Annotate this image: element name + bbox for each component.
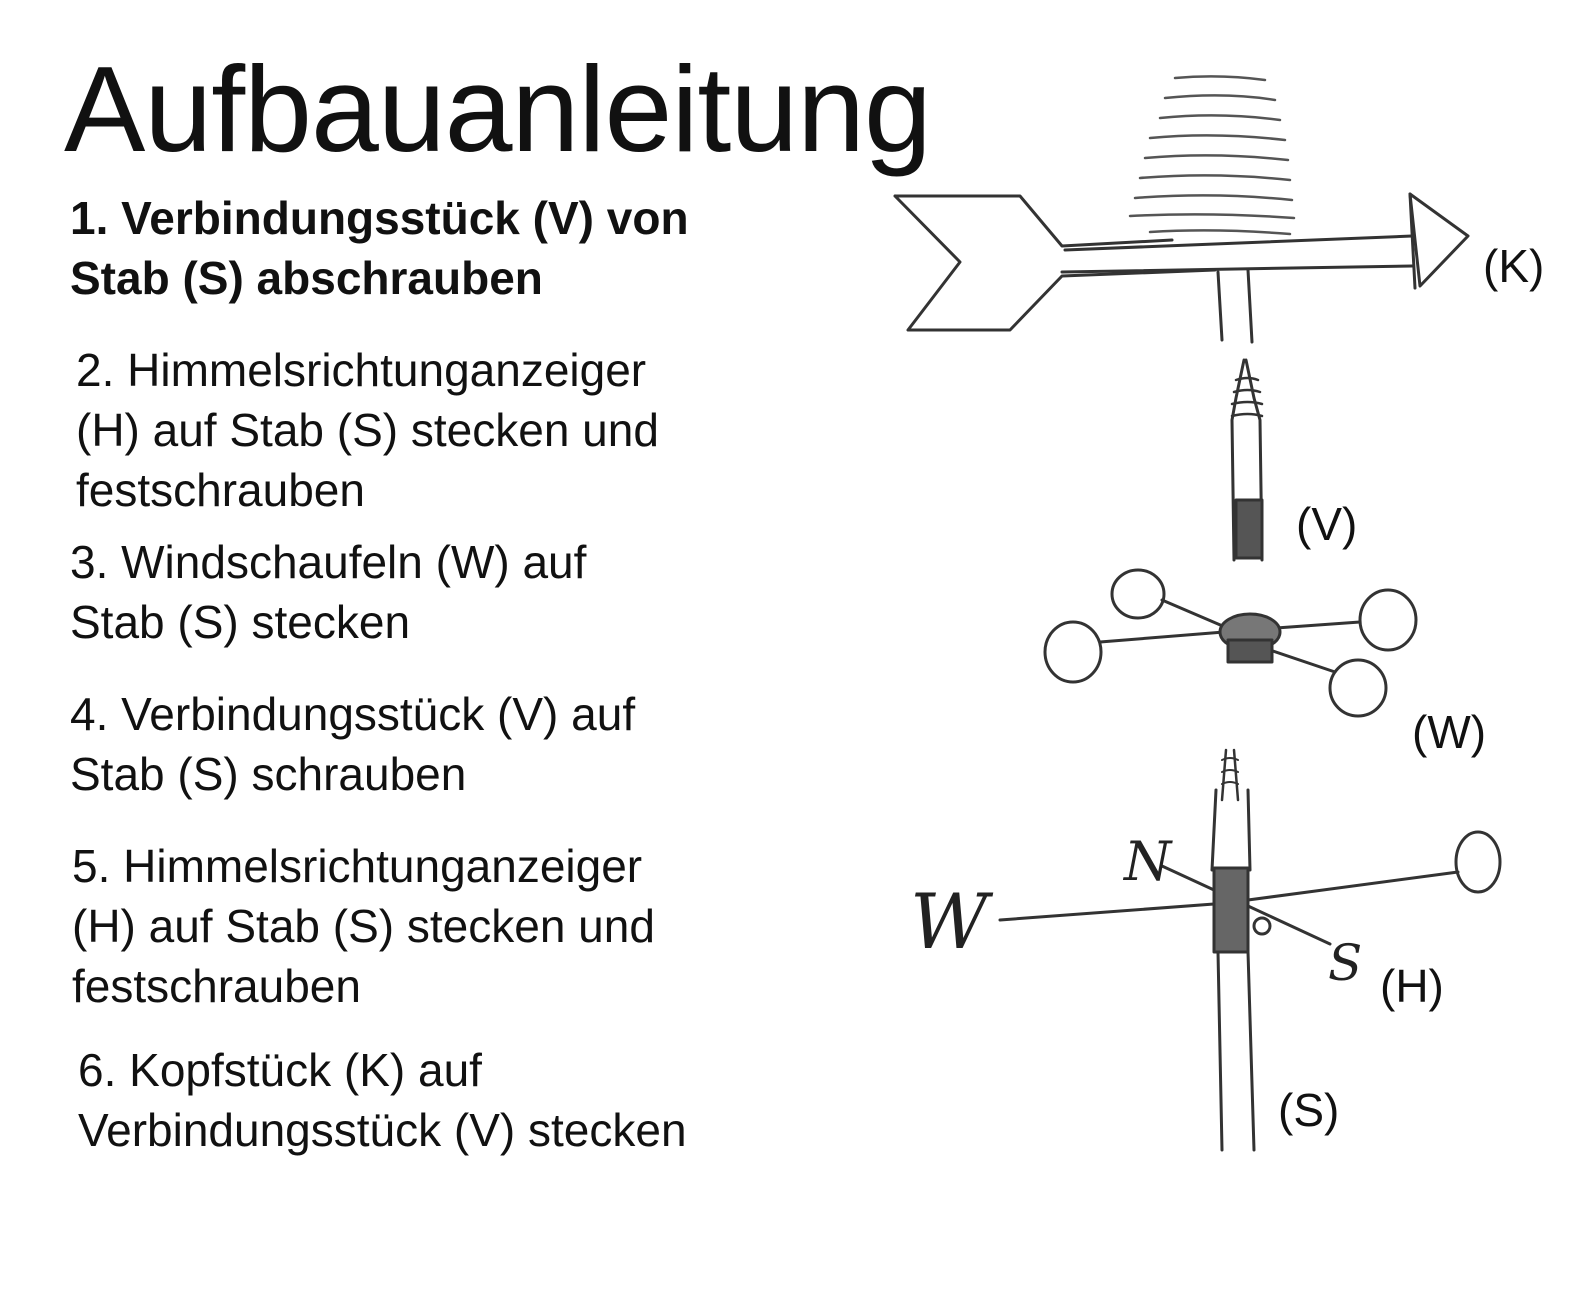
label-rod: (S) [1278,1084,1339,1136]
step-2: 2. Himmelsrichtunganzeiger (H) auf Stab … [76,340,659,520]
step-6-line-2: Verbindungsstück (V) stecken [78,1104,687,1156]
connector-drawing [1230,358,1264,562]
compass-letter-north: N [1122,830,1173,893]
step-2-line-1: 2. Himmelsrichtunganzeiger [76,344,647,396]
step-6-line-1: 6. Kopfstück (K) auf [78,1044,482,1096]
compass-letter-west: W [910,877,994,966]
weather-vane-sketch: N W S (K) (V) (W) (H) (S) [790,40,1580,1280]
step-1-line-1: 1. Verbindungsstück (V) von [70,192,689,244]
step-5-line-3: festschrauben [72,960,361,1012]
step-2-line-3: festschrauben [76,464,365,516]
step-2-line-2: (H) auf Stab (S) stecken und [76,404,659,456]
step-5-line-1: 5. Himmelsrichtunganzeiger [72,840,643,892]
compass-letter-south: S [1328,934,1362,992]
step-3-line-1: 3. Windschaufeln (W) auf [70,536,587,588]
label-wind-cups: (W) [1412,706,1486,758]
label-compass-pointer: (H) [1380,960,1444,1012]
head-piece-drawing [893,75,1470,344]
step-5-line-2: (H) auf Stab (S) stecken und [72,900,655,952]
wind-cups-drawing [1043,568,1418,718]
compass-and-rod-drawing [998,748,1502,1152]
page-title: Aufbauanleitung [64,41,932,177]
step-3: 3. Windschaufeln (W) auf Stab (S) stecke… [70,532,586,652]
step-1-line-2: Stab (S) abschrauben [70,252,543,304]
step-4: 4. Verbindungsstück (V) auf Stab (S) sch… [70,684,635,804]
label-head-piece: (K) [1483,240,1544,292]
step-4-line-2: Stab (S) schrauben [70,748,467,800]
step-4-line-1: 4. Verbindungsstück (V) auf [70,688,636,740]
step-1: 1. Verbindungsstück (V) von Stab (S) abs… [70,188,689,308]
step-3-line-2: Stab (S) stecken [70,596,411,648]
step-6: 6. Kopfstück (K) auf Verbindungsstück (V… [78,1040,687,1160]
label-connector: (V) [1296,498,1357,550]
step-5: 5. Himmelsrichtunganzeiger (H) auf Stab … [72,836,655,1016]
